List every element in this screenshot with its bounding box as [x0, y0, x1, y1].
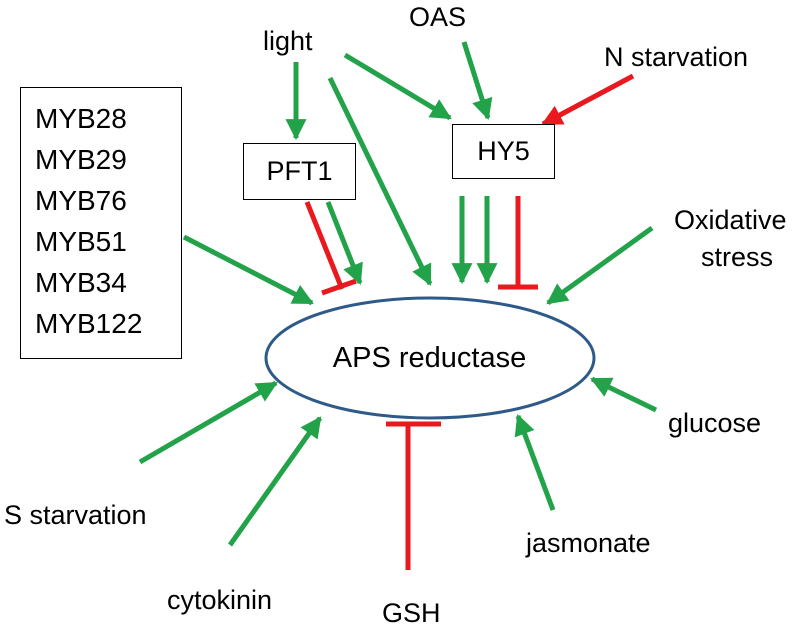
myb-gene: MYB76	[35, 185, 127, 216]
s-starvation-label: S starvation	[4, 500, 147, 530]
gsh-label: GSH	[382, 598, 441, 628]
light-label: light	[263, 26, 313, 56]
glucose-label: glucose	[668, 408, 762, 438]
oxidative-stress-label-line1: Oxidative	[674, 205, 787, 235]
aps-reductase-label: APS reductase	[332, 341, 527, 374]
jasmonate-label: jasmonate	[526, 528, 651, 558]
pft1-box: PFT1	[243, 143, 356, 200]
hy5-box: HY5	[452, 124, 555, 179]
n-starvation-label: N starvation	[604, 42, 749, 72]
oas-label: OAS	[409, 2, 467, 32]
arrow-oxidative-stress-to-aps-reductase	[546, 225, 654, 306]
oxidative-stress-label-line2: stress	[701, 242, 774, 272]
myb-gene: MYB34	[35, 267, 127, 298]
arrow-light-to-hy5	[343, 52, 452, 121]
arrow-jasmonate-to-aps-reductase	[514, 414, 556, 511]
arrow-pft1-to-aps-reductase	[325, 201, 363, 285]
arrow-glucose-to-aps-reductase	[590, 376, 658, 413]
arrow-n-starvation-to-hy5	[541, 73, 635, 127]
cytokinin-label: cytokinin	[167, 585, 273, 615]
arrow-oas-to-hy5	[461, 41, 493, 121]
inhibition-pft1-to-aps-reductase	[304, 201, 345, 290]
arrow-s-starvation-to-aps-reductase	[138, 380, 278, 465]
myb-gene: MYB28	[35, 103, 127, 134]
arrow-myb-to-aps-reductase	[182, 234, 314, 306]
hy5-label: HY5	[477, 136, 530, 166]
myb-gene: MYB51	[35, 226, 127, 257]
arrow-cytokinin-to-aps-reductase	[227, 416, 323, 547]
pft1-label: PFT1	[266, 156, 333, 186]
myb-transcription-factor-box: MYB28 MYB29 MYB76 MYB51 MYB34 MYB122	[20, 87, 182, 359]
myb-gene: MYB29	[35, 144, 127, 175]
arrow-light-to-aps-reductase	[327, 76, 433, 286]
myb-gene: MYB122	[35, 308, 143, 339]
aps-reductase-ellipse	[264, 296, 596, 420]
